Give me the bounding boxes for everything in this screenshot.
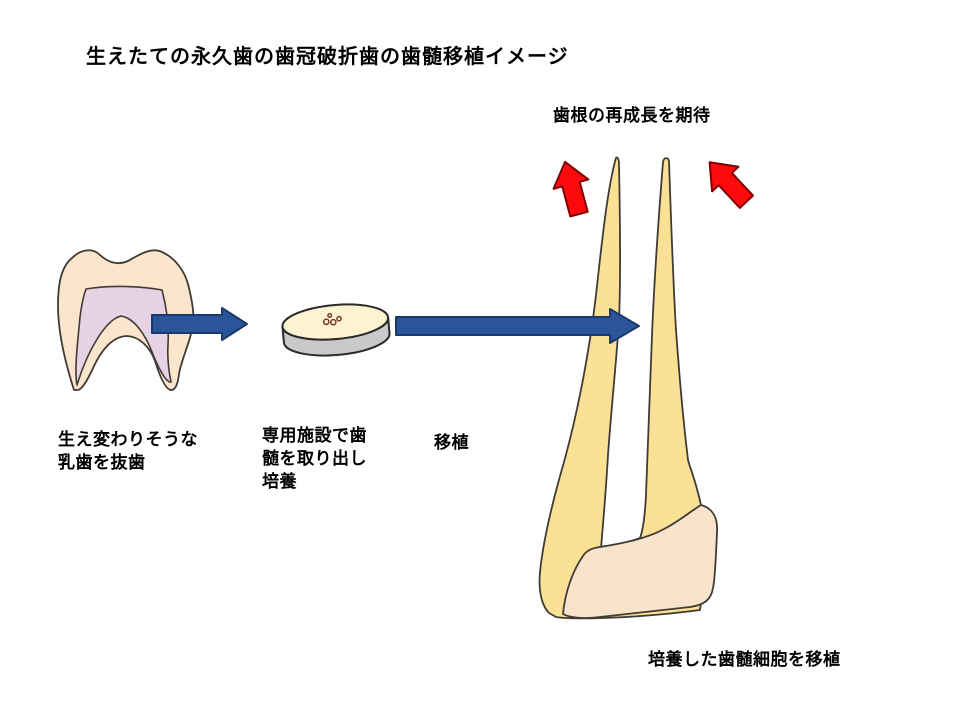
growth-arrow-left-icon	[552, 160, 590, 218]
slide-title: 生えたての永久歯の歯冠破折歯の歯髄移植イメージ	[86, 46, 569, 68]
label-transplant-step: 移植	[434, 433, 469, 452]
label-extract-step: 生え変わりそうな 乳歯を抜歯	[58, 430, 198, 472]
pulp-cells-icon	[322, 312, 342, 326]
red-up-arrow-shape	[708, 161, 754, 209]
process-arrow-2	[395, 308, 640, 344]
label-transplant-cells: 培養した歯髄細胞を移植	[648, 650, 841, 669]
permanent-tooth-icon	[538, 156, 718, 620]
petri-dish-icon	[281, 303, 391, 357]
molar-pulp-shape	[75, 285, 172, 386]
red-up-arrow-shape	[552, 160, 590, 218]
label-root-regrowth: 歯根の再成長を期待	[553, 106, 711, 125]
growth-arrow-right-icon	[708, 161, 754, 209]
tooth-roots-shape	[538, 156, 707, 620]
label-culture-step: 専用施設で歯 髄を取り出し 培養	[262, 426, 367, 491]
process-arrow-1	[151, 307, 248, 341]
tooth-crown-shape	[562, 504, 718, 619]
baby-molar-tooth-icon	[57, 249, 195, 391]
